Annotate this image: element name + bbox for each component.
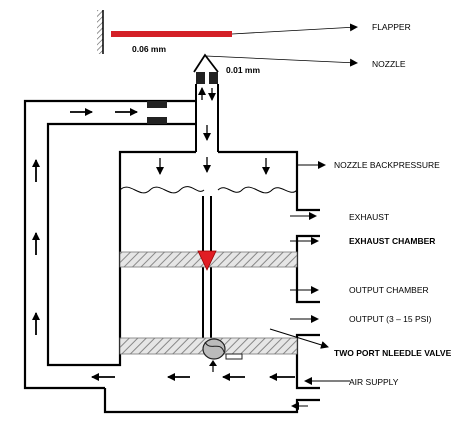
label-output: OUTPUT (3 – 15 PSI): [349, 314, 432, 324]
supply-loop-piping: [23, 99, 196, 390]
dimension-flapper-gap: 0.06 mm: [132, 44, 166, 54]
nozzle-flow-arrows: [198, 87, 216, 173]
relay-body: [103, 150, 320, 414]
flapper-pivot-wall: [97, 10, 104, 54]
loop-flow-arrows: [32, 108, 295, 381]
label-exhaust-chamber: EXHAUST CHAMBER: [349, 236, 435, 246]
needle-valve-leader: [269, 328, 329, 349]
flapper-bar: [111, 31, 232, 37]
label-exhaust: EXHAUST: [349, 212, 389, 222]
backpressure-arrows: [156, 158, 270, 175]
valve-stem: [202, 196, 212, 352]
nozzle-diaphragm: [119, 186, 298, 194]
nozzle: [193, 53, 219, 152]
needle-valve: [202, 338, 243, 372]
label-nozzle: NOZZLE: [372, 59, 406, 69]
supply-restriction: [147, 101, 167, 124]
nozzle-leader-line: [205, 55, 358, 67]
label-nozzle-backpressure: NOZZLE BACKPRESSURE: [334, 160, 440, 170]
valve-cone: [197, 250, 217, 271]
dimension-nozzle-orifice: 0.01 mm: [226, 65, 260, 75]
label-flapper: FLAPPER: [372, 22, 411, 32]
flapper-leader-line: [231, 23, 358, 35]
label-output-chamber: OUTPUT CHAMBER: [349, 285, 429, 295]
label-air-supply: AIR SUPPLY: [349, 377, 399, 387]
label-needle-valve: TWO PORT NLEEDLE VALVE: [334, 348, 452, 358]
